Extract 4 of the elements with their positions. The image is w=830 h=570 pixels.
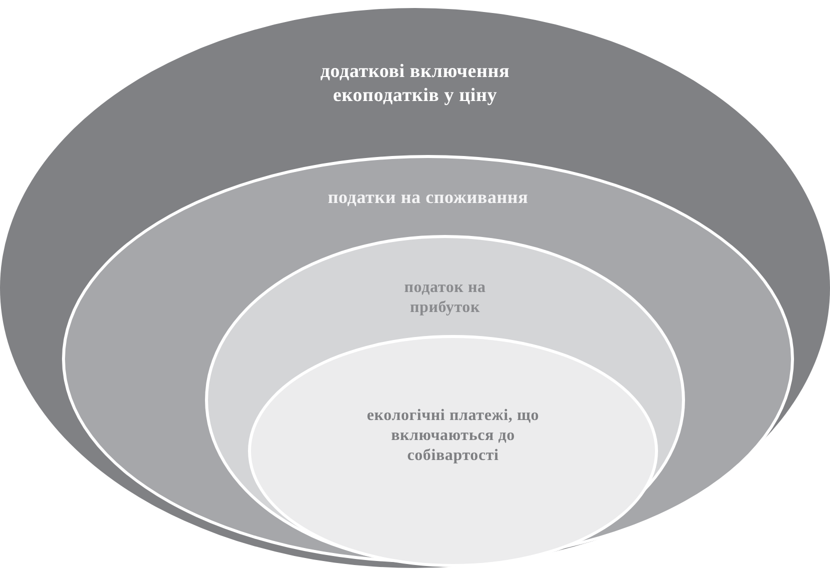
- ellipse-label: додаткові включення екоподатків у ціну: [319, 60, 511, 108]
- ellipse-label: податок на прибуток: [403, 278, 487, 318]
- ellipse-label: екологічні платежі, що включаються до собівартості: [366, 406, 540, 466]
- ellipse-label: податки на споживання: [326, 186, 530, 208]
